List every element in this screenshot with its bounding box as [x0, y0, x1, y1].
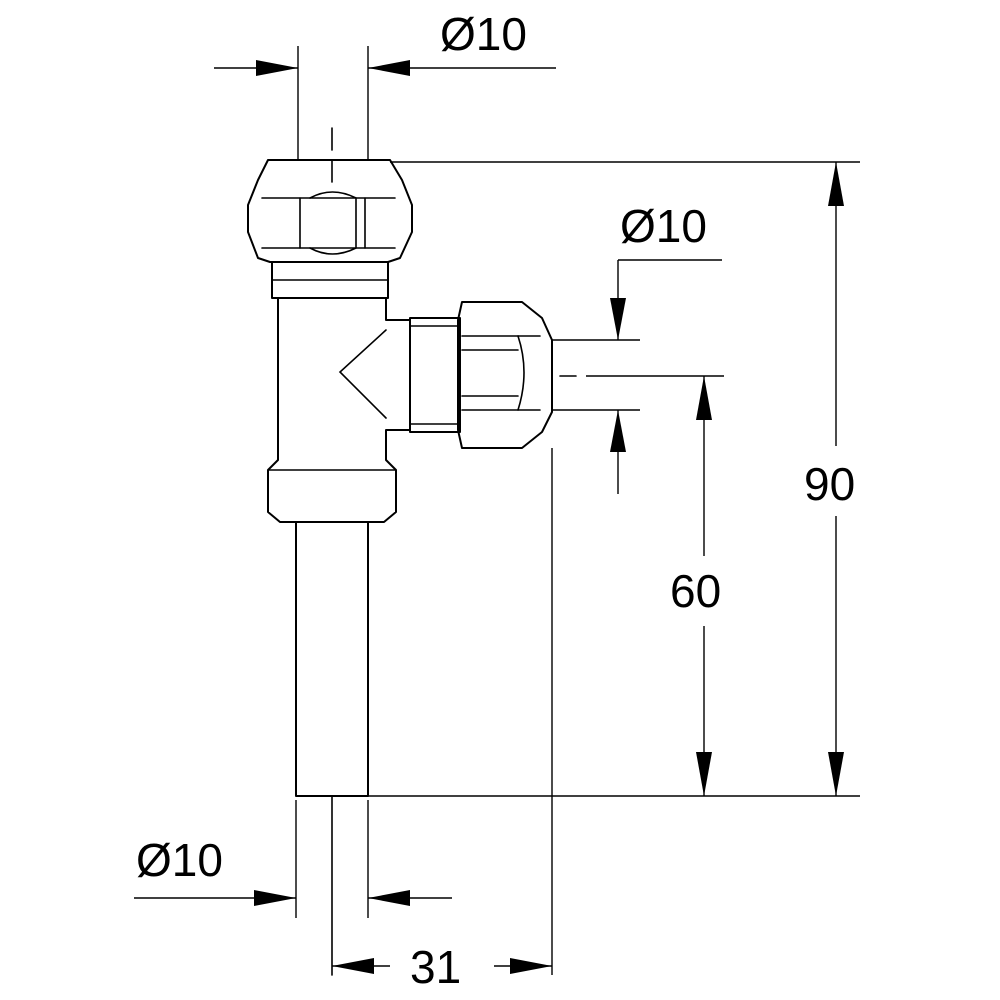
side-diameter-dimension: Ø10	[552, 200, 722, 494]
main-body	[267, 297, 411, 523]
outlet-offset-label: 31	[410, 941, 461, 993]
top-collar	[271, 261, 389, 299]
top-nut	[247, 159, 413, 263]
outlet-height-dimension: 60	[586, 375, 724, 796]
side-collar	[409, 317, 461, 433]
lower-tube	[295, 521, 369, 797]
side-nut	[457, 301, 553, 449]
centerlines	[331, 127, 577, 976]
outlet-height-label: 60	[670, 565, 721, 617]
bottom-diameter-label: Ø10	[136, 834, 223, 886]
bottom-diameter-dimension: Ø10	[134, 800, 452, 918]
overall-height-dimension: 90	[296, 161, 860, 797]
fitting-body	[247, 159, 553, 797]
side-diameter-label: Ø10	[620, 200, 707, 252]
top-diameter-dimension: Ø10	[214, 8, 556, 160]
top-diameter-label: Ø10	[440, 8, 527, 60]
overall-height-label: 90	[804, 458, 855, 510]
outlet-offset-dimension: 31	[332, 448, 553, 993]
